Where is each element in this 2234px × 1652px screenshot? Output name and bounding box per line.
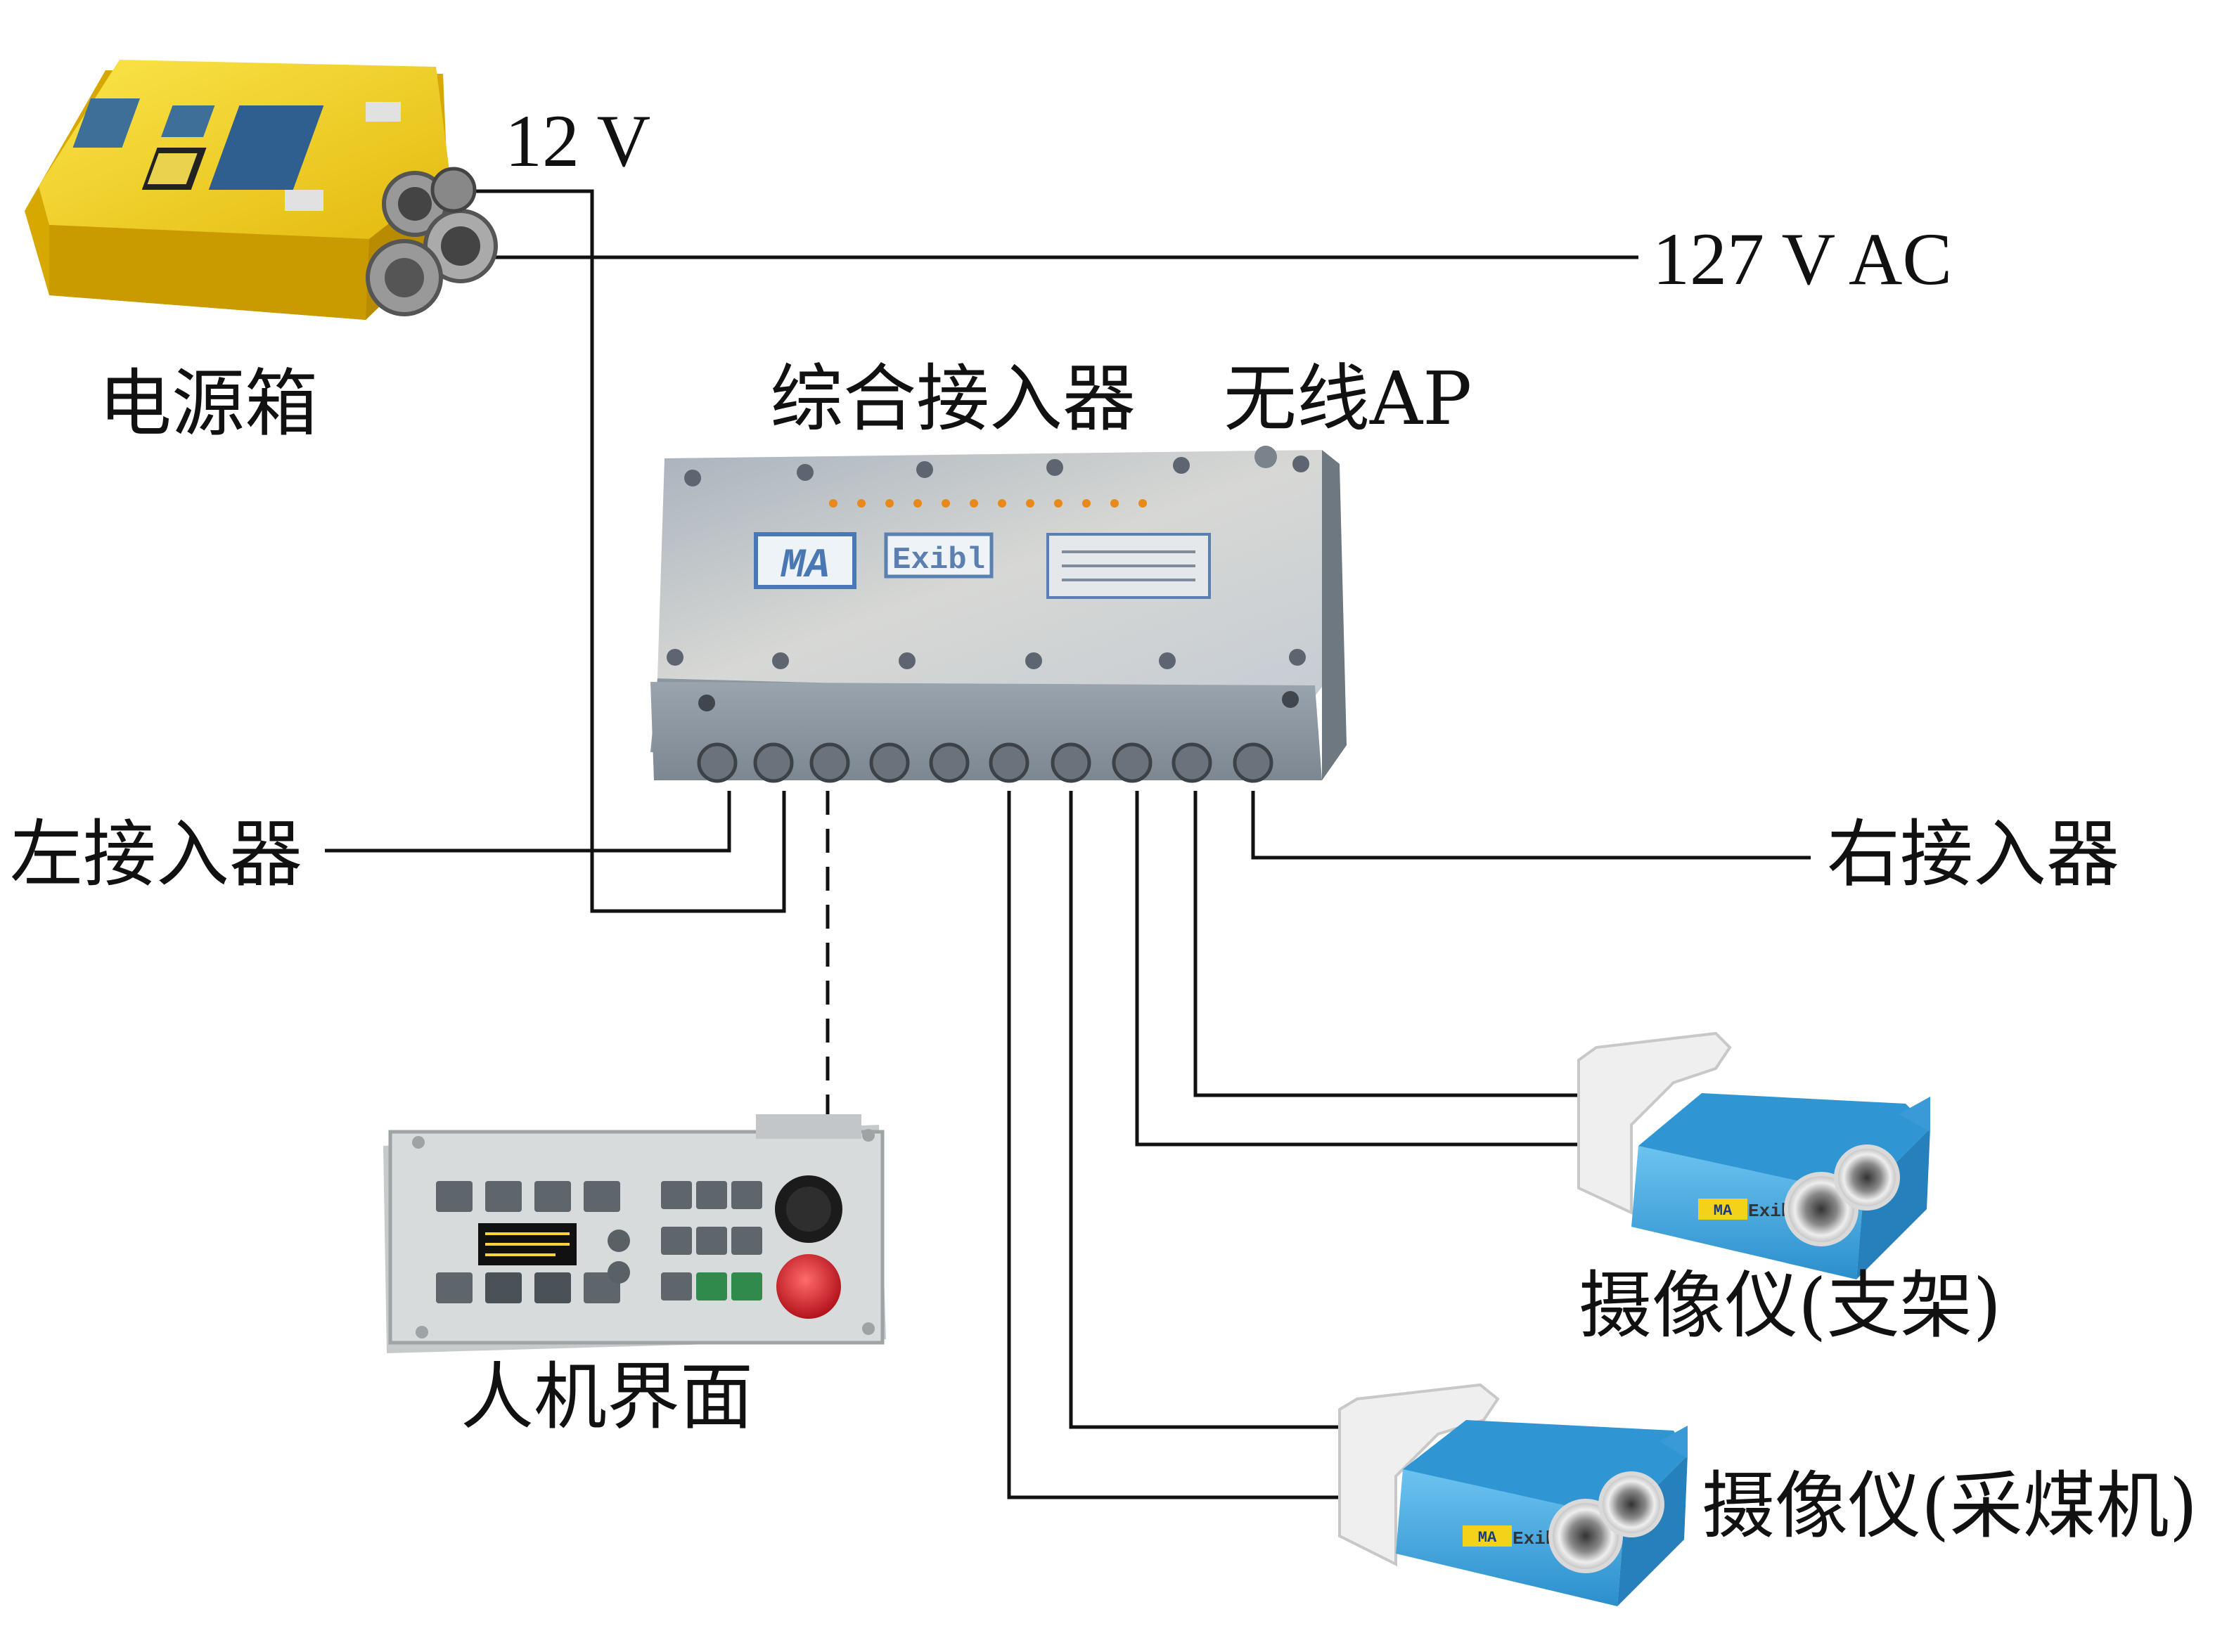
svg-text:MA: MA — [1478, 1529, 1497, 1547]
camera-shearer-icon: MA Exibl — [1338, 1383, 1688, 1606]
access-unit-ma-logo: MA — [754, 532, 856, 589]
power-box-icon — [25, 60, 498, 320]
access-unit-exibi-logo: Exibl — [884, 532, 994, 579]
access-unit-ports — [697, 742, 1273, 783]
wires — [325, 189, 1811, 1499]
svg-text:Exibl: Exibl — [892, 543, 985, 578]
label-12v: 12 V — [505, 100, 651, 182]
wire-camera-support-1 — [1193, 791, 1579, 1097]
label-hmi: 人机界面 — [461, 1354, 754, 1440]
label-left-access: 左接入器 — [10, 811, 303, 897]
label-wireless-ap: 无线AP — [1224, 356, 1472, 441]
wire-camera-shearer-2 — [1007, 791, 1340, 1499]
label-power-box: 电源箱 — [98, 361, 319, 446]
label-access-unit: 综合接入器 — [770, 356, 1136, 441]
hmi-panel-icon — [383, 1114, 886, 1353]
label-127v-ac: 127 V AC — [1652, 218, 1953, 300]
wire-camera-support-2 — [1135, 791, 1579, 1147]
wire-left-access — [325, 791, 731, 853]
wire-camera-shearer-1 — [1069, 791, 1340, 1429]
svg-text:MA: MA — [1714, 1202, 1733, 1220]
svg-text:MA: MA — [780, 543, 830, 589]
wire-right-access — [1251, 791, 1811, 860]
camera-support-icon: MA Exibl — [1577, 1031, 1930, 1279]
access-unit-icon: MA Exibl — [650, 446, 1347, 783]
label-camera-shearer: 摄像仪(采煤机) — [1702, 1463, 2198, 1549]
wire-12v — [471, 189, 786, 913]
label-camera-support: 摄像仪(支架) — [1579, 1263, 2002, 1348]
emergency-stop-icon — [776, 1254, 841, 1319]
label-right-access: 右接入器 — [1827, 811, 2120, 897]
